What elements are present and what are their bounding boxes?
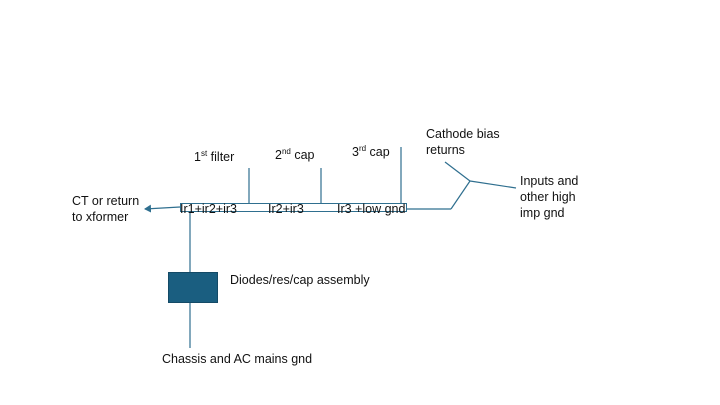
diode-assembly-label: Diodes/res/cap assembly <box>230 273 370 287</box>
ground-bus-bar <box>180 203 407 212</box>
inputs-branch <box>469 180 517 189</box>
ct-return-arrow <box>144 204 181 213</box>
junction-riser <box>450 180 471 210</box>
first-filter-label: 1st filter <box>194 149 235 165</box>
diode-res-cap-block <box>168 272 218 303</box>
cathode-bias-label: Cathode bias returns <box>426 127 500 157</box>
segment-2-label: Ir2+ir3 <box>268 202 304 216</box>
third-cap-label: 3rd cap <box>352 144 390 160</box>
segment-1-label: Ir1+ir2+ir3 <box>180 202 237 216</box>
chassis-gnd-label: Chassis and AC mains gnd <box>162 352 313 366</box>
second-cap-label: 2nd cap <box>275 147 315 163</box>
inputs-gnd-label: Inputs and other high imp gnd <box>520 174 579 220</box>
cathode-bias-branch <box>444 161 471 182</box>
ct-return-label: CT or return to xformer <box>72 194 140 224</box>
segment-3-label: Ir3 +low gnd <box>337 202 406 216</box>
